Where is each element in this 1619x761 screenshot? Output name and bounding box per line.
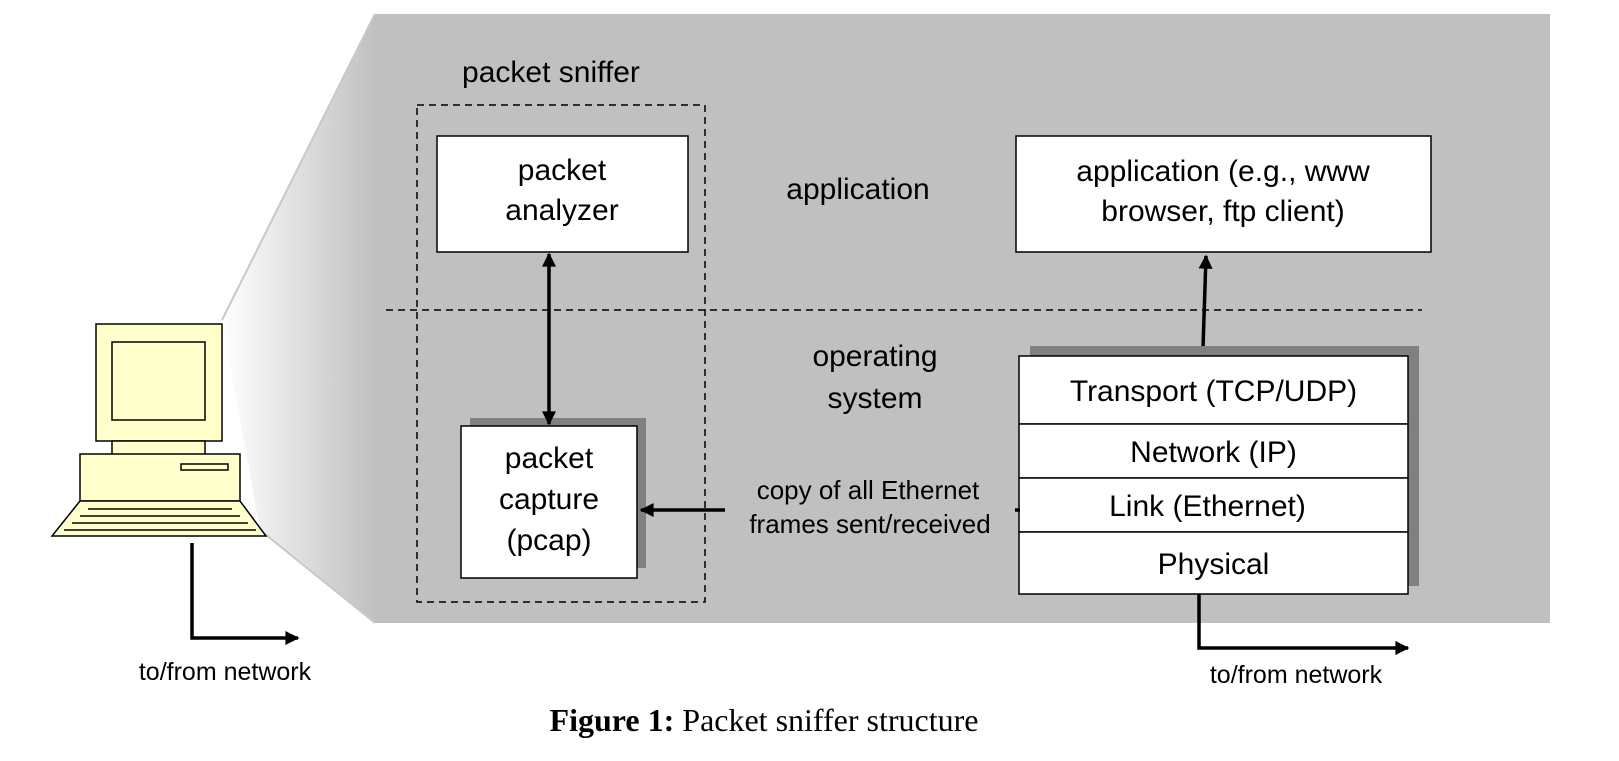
frames-copy-label-line2: frames sent/received [749, 509, 990, 539]
figure-caption-prefix: Figure 1: [550, 702, 675, 738]
stack-layer-label: Physical [1158, 548, 1270, 581]
network-label-left: to/from network [139, 658, 312, 686]
stack-layer-box [1018, 423, 1409, 479]
packet-analyzer-label-line2: analyzer [505, 194, 618, 227]
application-box-label-line2: browser, ftp client) [1101, 195, 1344, 228]
packet-capture-label-line1: packet [505, 442, 594, 475]
zoom-fade [222, 14, 375, 623]
network-arrow-right [1197, 594, 1410, 655]
stack-layer-label: Link (Ethernet) [1109, 490, 1306, 523]
figure-caption: Figure 1: Packet sniffer structure [550, 702, 979, 738]
packet-capture-label-line3: (pcap) [506, 524, 591, 557]
stack-to-app-arrow [1198, 254, 1213, 349]
packet-analyzer-label-line1: packet [518, 154, 607, 187]
packet-sniffer-label: packet sniffer [462, 56, 640, 89]
os-label-line2: system [827, 382, 922, 415]
packet-analyzer-box [436, 135, 689, 253]
stack-layer-label: Transport (TCP/UDP) [1070, 375, 1357, 408]
stack-layer-label: Network (IP) [1130, 436, 1297, 469]
stack-layer-box [1018, 531, 1409, 595]
packet-capture-label-line2: capture [499, 483, 599, 516]
figure-caption-text: Packet sniffer structure [674, 702, 978, 738]
network-label-right: to/from network [1210, 661, 1383, 689]
os-label-line1: operating [812, 340, 937, 373]
packet-capture-box [460, 425, 638, 579]
frames-copy-label-line1: copy of all Ethernet [757, 475, 980, 505]
application-layer-label: application [786, 173, 929, 206]
packet-sniffer-boundary [416, 104, 706, 603]
application-box [1015, 135, 1432, 253]
zoom-edge-bottom [259, 529, 376, 624]
stack-layer-box [1018, 477, 1409, 533]
protocol-stack: Transport (TCP/UDP) Network (IP) Link (Eth… [1018, 355, 1409, 595]
frames-copy-label-bg [725, 474, 1015, 546]
network-arrow-left [190, 543, 300, 645]
computer-icon [50, 323, 268, 537]
stack-layer-box [1018, 355, 1409, 425]
zoom-edge-top [221, 13, 376, 321]
application-box-label-line1: application (e.g., www [1076, 155, 1370, 188]
